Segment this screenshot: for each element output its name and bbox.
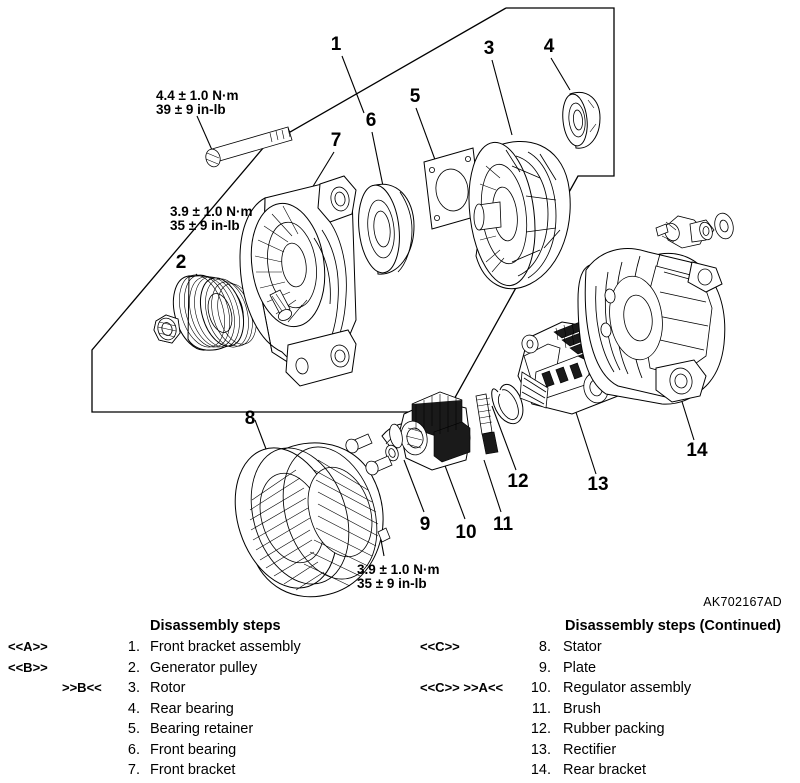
legend-name-4: Rear bearing xyxy=(150,700,234,717)
part-front-bearing xyxy=(358,183,415,275)
torque-upper-nm: 4.4 ± 1.0 N·m xyxy=(156,88,238,103)
callout-6: 6 xyxy=(366,110,377,131)
callout-10: 10 xyxy=(455,522,476,543)
part-rubber-packing xyxy=(491,383,524,425)
part-stator xyxy=(234,442,384,598)
part-number-labels: 1 2 3 4 5 6 7 8 9 10 11 12 13 14 xyxy=(176,34,708,543)
legend-number-3: 3. xyxy=(127,680,140,696)
legend-name-8: Stator xyxy=(563,639,602,655)
legend-heading-right: Disassembly steps (Continued) xyxy=(565,618,781,634)
callout-3: 3 xyxy=(484,38,495,59)
legend-number-2: 2. xyxy=(127,659,140,676)
callout-5: 5 xyxy=(410,86,421,107)
legend-number-11: 11. xyxy=(531,700,551,717)
legend-number-5: 5. xyxy=(127,721,140,737)
legend-name-9: Plate xyxy=(563,659,597,676)
part-generator-pulley xyxy=(153,274,257,351)
torque-callout-bolt-lower: 3.9 ± 1.0 N·m 35 ± 9 in-lb xyxy=(357,562,439,591)
callout-9: 9 xyxy=(420,514,431,535)
legend-row-11: 11. Brush xyxy=(400,701,800,722)
legend-number-6: 6. xyxy=(127,741,140,758)
legend-number-10: 10. xyxy=(530,680,551,696)
legend-row-2: <<B>> 2. Generator pulley xyxy=(0,660,400,681)
legend-name-12: Rubber packing xyxy=(563,721,665,737)
part-terminal-hardware xyxy=(655,212,734,249)
part-bearing-retainer xyxy=(423,147,482,230)
legend-number-4: 4. xyxy=(127,700,140,717)
drawing-code: AK702167AD xyxy=(703,595,782,609)
part-bolt-mid xyxy=(269,289,293,321)
part-rotor xyxy=(468,140,571,290)
legend-marker-10: <<C>> >>A<< xyxy=(420,680,504,695)
legend-number-14: 14. xyxy=(530,762,551,778)
legend-row-5: 5. Bearing retainer xyxy=(0,721,400,742)
part-bolt-lower xyxy=(377,527,391,543)
legend-row-4: 4. Rear bearing xyxy=(0,701,400,722)
callout-7: 7 xyxy=(331,130,342,151)
legend-number-1: 1. xyxy=(127,639,140,655)
callout-12: 12 xyxy=(507,471,528,492)
part-front-bracket xyxy=(239,175,357,387)
part-regulator-assembly xyxy=(389,391,471,471)
part-bolt-upper xyxy=(205,126,293,168)
legend-row-10: <<C>> >>A<< 10. Regulator assembly xyxy=(400,680,800,701)
part-rear-bearing xyxy=(562,92,601,149)
legend-row-1: <<A>> 1. Front bracket assembly xyxy=(0,639,400,660)
legend-name-6: Front bearing xyxy=(150,741,237,758)
legend-row-8: <<C>> 8. Stator xyxy=(400,639,800,660)
part-rear-bracket xyxy=(577,248,726,405)
legend-name-7: Front bracket xyxy=(150,762,236,778)
torque-lower-inlb: 35 ± 9 in-lb xyxy=(357,576,427,591)
disassembly-steps-legend: Disassembly steps <<A>> 1. Front bracket… xyxy=(0,618,800,778)
legend-name-2: Generator pulley xyxy=(150,659,258,676)
callout-4: 4 xyxy=(544,36,555,57)
legend-name-10: Regulator assembly xyxy=(563,680,692,696)
legend-row-7: 7. Front bracket xyxy=(0,762,400,783)
legend-row-3: >>B<< 3. Rotor xyxy=(0,680,400,701)
legend-number-7: 7. xyxy=(127,762,140,778)
part-brush xyxy=(475,393,499,455)
legend-heading-left: Disassembly steps xyxy=(150,618,281,634)
legend-number-13: 13. xyxy=(530,741,551,758)
legend-name-3: Rotor xyxy=(150,680,186,696)
legend-row-9: 9. Plate xyxy=(400,660,800,681)
callout-13: 13 xyxy=(587,474,608,495)
torque-mid-nm: 3.9 ± 1.0 N·m xyxy=(170,204,252,219)
legend-row-14: 14. Rear bracket xyxy=(400,762,800,783)
torque-callout-bolt-mid: 3.9 ± 1.0 N·m 35 ± 9 in-lb xyxy=(170,204,252,233)
legend-row-13: 13. Rectifier xyxy=(400,742,800,763)
legend-name-5: Bearing retainer xyxy=(150,721,254,737)
torque-lower-nm: 3.9 ± 1.0 N·m xyxy=(357,562,439,577)
legend-row-12: 12. Rubber packing xyxy=(400,721,800,742)
part-plate-screws xyxy=(345,433,393,476)
legend-marker-8: <<C>> xyxy=(420,639,460,654)
legend-name-14: Rear bracket xyxy=(563,762,647,778)
callout-11: 11 xyxy=(493,514,514,535)
legend-name-1: Front bracket assembly xyxy=(150,639,301,655)
callout-2: 2 xyxy=(176,252,187,273)
part-pulley-nut xyxy=(153,314,181,344)
torque-callout-bolt-upper: 4.4 ± 1.0 N·m 39 ± 9 in-lb xyxy=(156,88,238,117)
legend-number-12: 12. xyxy=(530,721,551,737)
torque-upper-inlb: 39 ± 9 in-lb xyxy=(156,102,226,117)
legend-name-13: Rectifier xyxy=(563,741,617,758)
legend-number-8: 8. xyxy=(538,639,551,655)
legend-marker-1: <<A>> xyxy=(8,639,48,654)
callout-8: 8 xyxy=(245,408,256,429)
legend-name-11: Brush xyxy=(563,700,601,717)
torque-mid-inlb: 35 ± 9 in-lb xyxy=(170,218,240,233)
callout-14: 14 xyxy=(686,440,708,461)
legend-row-6: 6. Front bearing xyxy=(0,742,400,763)
callout-1: 1 xyxy=(331,34,342,55)
legend-marker-3: >>B<< xyxy=(62,680,102,695)
legend-marker-2: <<B>> xyxy=(8,659,48,675)
exploded-view-illustration: 1 2 3 4 5 6 7 8 9 10 11 12 13 14 4.4 ± 1… xyxy=(91,7,782,609)
legend-number-9: 9. xyxy=(538,659,551,676)
